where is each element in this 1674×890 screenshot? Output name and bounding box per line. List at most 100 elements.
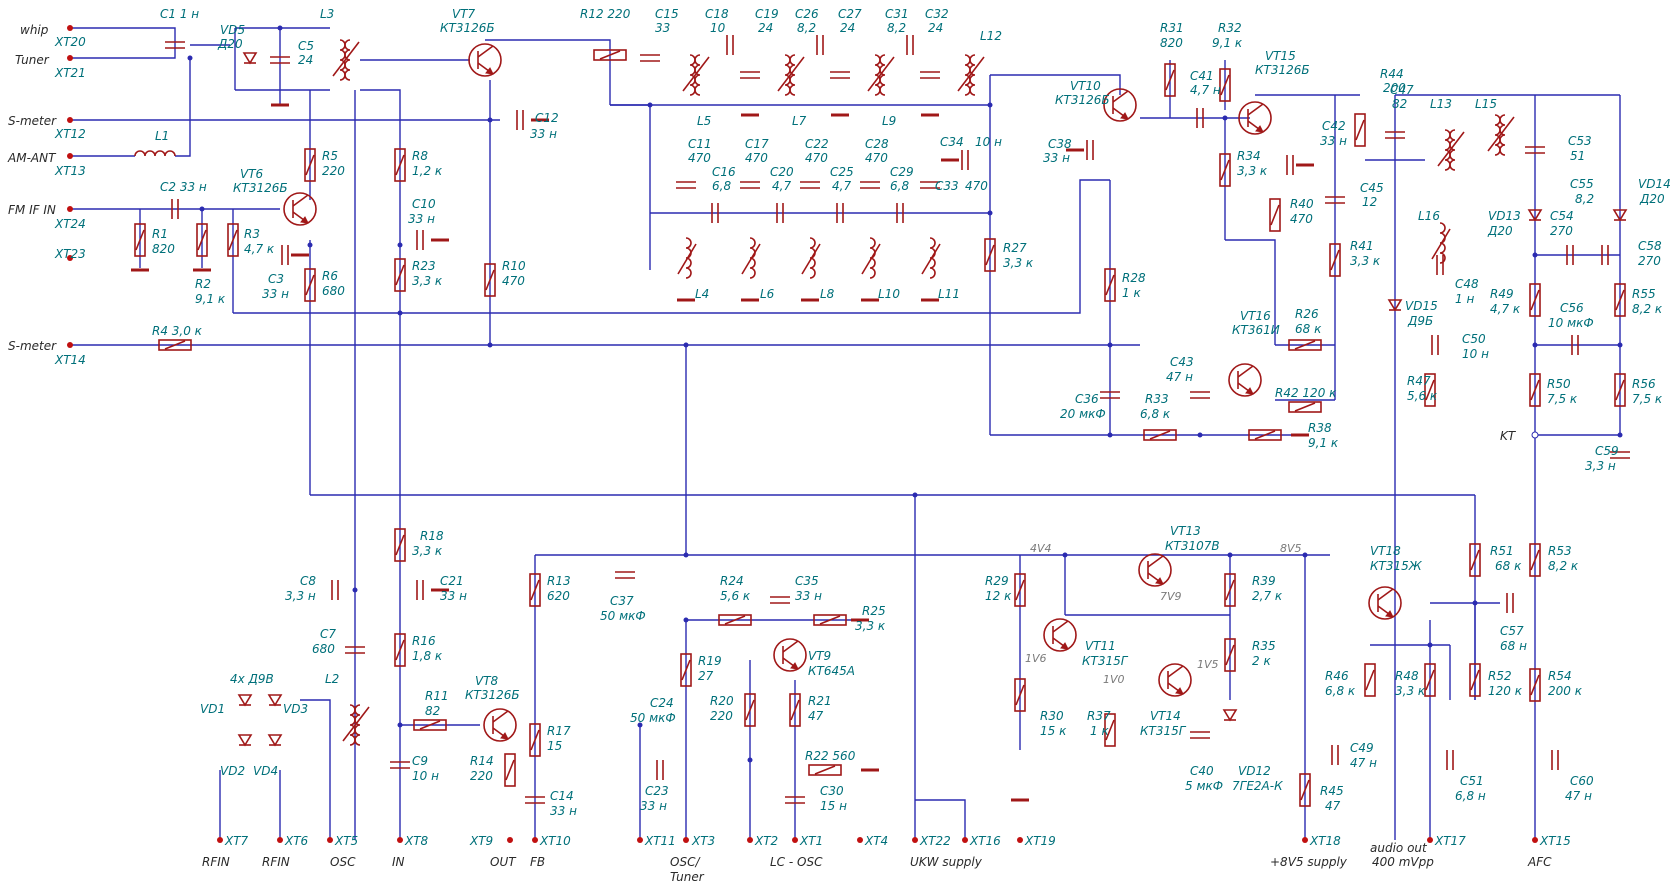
component-label-r34v: 3,3 к — [1237, 164, 1268, 178]
component-label-r51: R51 — [1490, 544, 1514, 558]
component-label-c3: C3 — [268, 272, 284, 286]
component-label-l9: L9 — [882, 114, 896, 128]
component-label-r20: R20 — [710, 694, 734, 708]
component-label-c17v: 470 — [745, 151, 768, 165]
component-label-r44v: 200 — [1383, 81, 1406, 95]
component-label-r14v: 220 — [470, 769, 493, 783]
component-label-vt13v: КТ3107В — [1165, 539, 1220, 553]
component-label-r29v: 12 к — [985, 589, 1012, 603]
wire-net — [70, 27, 1621, 840]
component-label-r40: R40 — [1290, 197, 1314, 211]
component-label-vt16: VT16 — [1240, 309, 1271, 323]
label-fb: FB — [530, 855, 545, 869]
component-label-c55: C55 — [1570, 177, 1594, 191]
label-XT2: XT2 — [754, 834, 778, 848]
component-label-c11: C11 — [688, 137, 712, 151]
component-label-r24v: 5,6 к — [720, 589, 751, 603]
component-label-r55v: 8,2 к — [1632, 302, 1663, 316]
component-label-vd13v: Д20 — [1487, 224, 1513, 238]
component-label-l10: L10 — [878, 287, 900, 301]
component-label-r49v: 4,7 к — [1490, 302, 1521, 316]
component-label-c32v: 24 — [928, 21, 943, 35]
component-label-c5v: 24 — [298, 53, 313, 67]
junctions — [187, 25, 1623, 763]
component-label-c14: C14 — [550, 789, 574, 803]
component-label-c2: C2 33 н — [160, 180, 207, 194]
label-tuner: Tuner — [15, 53, 50, 67]
component-label-r31v: 820 — [1160, 36, 1183, 50]
component-label-r10: R10 — [502, 259, 526, 273]
component-label-c34v: 10 н — [975, 135, 1002, 149]
net-label-v16: 1V6 — [1025, 652, 1047, 665]
component-label-r48v: 3,3 к — [1395, 684, 1426, 698]
component-label-c20: C20 — [770, 165, 794, 179]
component-labels: C1 1 н VD5 Д20 C5 24 L3 VT7 КТ3126Б R12 … — [152, 7, 1671, 818]
component-label-r39v: 2,7 к — [1252, 589, 1283, 603]
component-label-c41v: 4,7 н — [1190, 83, 1221, 97]
component-label-r33: R33 — [1145, 392, 1169, 406]
component-label-l7: L7 — [792, 114, 807, 128]
component-label-r24: R24 — [720, 574, 744, 588]
component-label-r28: R28 — [1122, 271, 1146, 285]
component-label-r19: R19 — [698, 654, 722, 668]
component-label-r33v: 6,8 к — [1140, 407, 1171, 421]
net-label-v10: 1V0 — [1103, 673, 1125, 686]
component-label-r11: R11 — [425, 689, 449, 703]
component-label-c33v: 470 — [965, 179, 988, 193]
component-label-c59v: 3,3 н — [1585, 459, 1616, 473]
component-label-l15: L15 — [1475, 97, 1497, 111]
component-label-r38: R38 — [1308, 421, 1332, 435]
component-label-r54v: 200 к — [1548, 684, 1583, 698]
component-label-r37v: 1 к — [1090, 724, 1109, 738]
component-label-vt10v: КТ3126Б — [1055, 93, 1110, 107]
label-XT13: XT13 — [54, 164, 86, 178]
component-label-l1: L1 — [155, 129, 169, 143]
component-label-c43v: 47 н — [1166, 370, 1193, 384]
component-label-r30v: 15 к — [1040, 724, 1067, 738]
label-XT22: XT22 — [919, 834, 951, 848]
component-label-c29v: 6,8 — [890, 179, 909, 193]
component-label-c29: C29 — [890, 165, 914, 179]
net-label-v85: 8V5 — [1280, 542, 1302, 555]
component-label-l13: L13 — [1430, 97, 1452, 111]
component-label-c25: C25 — [830, 165, 854, 179]
component-label-vt10: VT10 — [1070, 79, 1101, 93]
component-label-vt11v: КТ315Г — [1082, 654, 1129, 668]
component-label-c9: C9 — [412, 754, 428, 768]
label-XT4: XT4 — [864, 834, 888, 848]
component-label-l16: L16 — [1418, 209, 1440, 223]
component-label-c45: C45 — [1360, 181, 1384, 195]
component-label-r18v: 3,3 к — [412, 544, 443, 558]
component-label-l3: L3 — [320, 7, 334, 21]
component-label-c28: C28 — [865, 137, 889, 151]
label-XT9: XT9 — [469, 834, 493, 848]
component-label-l11: L11 — [938, 287, 960, 301]
component-label-c43: C43 — [1170, 355, 1194, 369]
label-smeter1: S-meter — [8, 114, 57, 128]
component-label-vd5v: Д20 — [217, 37, 243, 51]
component-label-vt6: VT6 — [240, 167, 264, 181]
component-label-r47: R47 — [1407, 374, 1431, 388]
component-label-c26: C26 — [795, 7, 819, 21]
component-label-vt8v: КТ3126Б — [465, 688, 520, 702]
component-label-c57v: 68 н — [1500, 639, 1527, 653]
label-lcosc: LC - OSC — [770, 855, 823, 869]
component-label-vt7: VT7 — [452, 7, 476, 21]
component-label-c27: C27 — [838, 7, 862, 21]
component-label-c40v: 5 мкФ — [1185, 779, 1223, 793]
component-label-vd14: VD14 — [1638, 177, 1671, 191]
label-afc: AFC — [1527, 855, 1552, 869]
component-label-vt15v: КТ3126Б — [1255, 63, 1310, 77]
label-XT15: XT15 — [1539, 834, 1571, 848]
net-labels: 4V4 8V5 7V9 1V6 1V0 1V5 — [1025, 542, 1302, 686]
component-label-r45v: 47 — [1325, 799, 1341, 813]
component-label-c7v: 680 — [312, 642, 335, 656]
component-label-c51: C51 — [1460, 774, 1484, 788]
component-label-r31: R31 — [1160, 21, 1184, 35]
net-label-v79: 7V9 — [1160, 590, 1182, 603]
component-label-r37: R37 — [1087, 709, 1111, 723]
component-label-r19v: 27 — [698, 669, 714, 683]
component-label-r51v: 68 к — [1495, 559, 1522, 573]
component-label-c8v: 3,3 н — [285, 589, 316, 603]
